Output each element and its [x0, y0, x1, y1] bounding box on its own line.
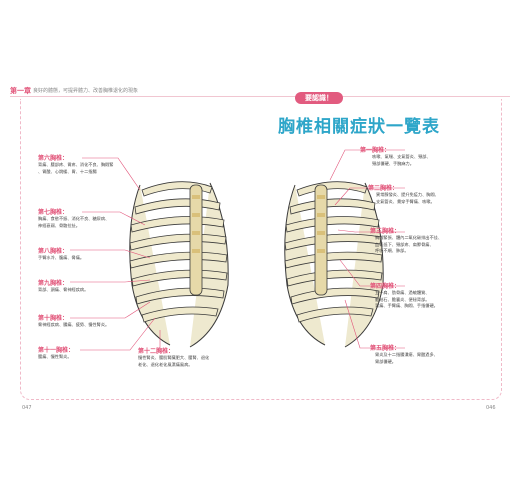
- dashed-frame: [20, 99, 502, 400]
- header-divider: [10, 96, 510, 97]
- left-item-desc-t11: 腰痛、慢性腎炎。: [38, 354, 72, 359]
- right-item-desc-t5: 胃炎及十二指腸潰瘍、胃酸過多、 胃部僵硬。: [375, 352, 438, 364]
- right-ribcage-illustration: [284, 181, 384, 348]
- left-ribcage-illustration: [129, 181, 229, 348]
- left-item-desc-t6: 背痛、腰部疼、胃疼、消化不良、胸悶緊 、胃酸、心跳緩、胃、十二指腸: [38, 162, 114, 174]
- badge: 要認識！: [295, 92, 343, 104]
- left-item-label-t11: 第十一胸椎：: [38, 347, 75, 354]
- bottom-item-desc-t12: 慢性腎炎、腰肌腎臟肥大、腰腎、退化 老化、退化老化風濕痛風病。: [138, 355, 210, 367]
- right-item-desc-t2: 異常腺發炎、提升免疫力、胸悶、 支氣管炎、貫穿手臂痛、咳嗽。: [376, 192, 439, 204]
- page-title: 胸椎相關症狀一覽表: [278, 117, 440, 137]
- left-item-label-t6: 第六胸椎：: [38, 155, 69, 162]
- left-item-label-t10: 第十胸椎：: [38, 315, 69, 322]
- left-item-label-t7: 第七胸椎：: [38, 209, 69, 216]
- right-item-label-t1: 第一胸椎：: [360, 147, 391, 154]
- left-item-desc-t10: 脅神經疾病、腸痛、疲勞、慢性腎炎。: [38, 322, 110, 327]
- chapter-label: 第一章: [10, 87, 31, 95]
- page-number-right: 046: [486, 405, 496, 411]
- right-item-desc-t3: 胸悶緊張、體內二氧化碳排出不佳、 血氧低下、頸部疼、肩胛骨痛、 呼吸不順、肺部。: [375, 235, 443, 253]
- right-item-label-t5: 第五胸椎：: [370, 345, 401, 352]
- left-item-desc-t8: 手臂水冷、腹痛、脅痛。: [38, 255, 85, 260]
- left-item-label-t9: 第九胸椎：: [38, 280, 69, 287]
- right-item-label-t4: 第四胸椎：: [370, 283, 401, 290]
- chapter-subtitle: 良好的體態，可提昇體力、改善胸椎退化的現象: [33, 88, 139, 94]
- page-number-left: 047: [22, 405, 32, 411]
- right-item-desc-t1: 咳嗽、氣喘、支氣管炎、頸部、 頸部僵硬、手腕麻力。: [372, 154, 431, 166]
- right-item-label-t2: 第二胸椎：: [368, 185, 399, 192]
- right-item-desc-t4: 五十肩、肋骨痛、過敏體質、 膽結石、膽囊炎、便秘背部。 背痛、手臂痛、胸悶、手指…: [375, 290, 438, 308]
- left-item-label-t8: 第八胸椎：: [38, 248, 69, 255]
- left-item-desc-t9: 背部、頭痛、脅神經疾病。: [38, 287, 89, 292]
- right-item-label-t3: 第三胸椎：: [370, 228, 401, 235]
- bottom-item-label-t12: 第十二胸椎：: [138, 348, 175, 355]
- left-item-desc-t7: 胸痛、食慾不振、消化不良、糖尿病、 神經衰弱、骨骼拉扯。: [38, 216, 110, 228]
